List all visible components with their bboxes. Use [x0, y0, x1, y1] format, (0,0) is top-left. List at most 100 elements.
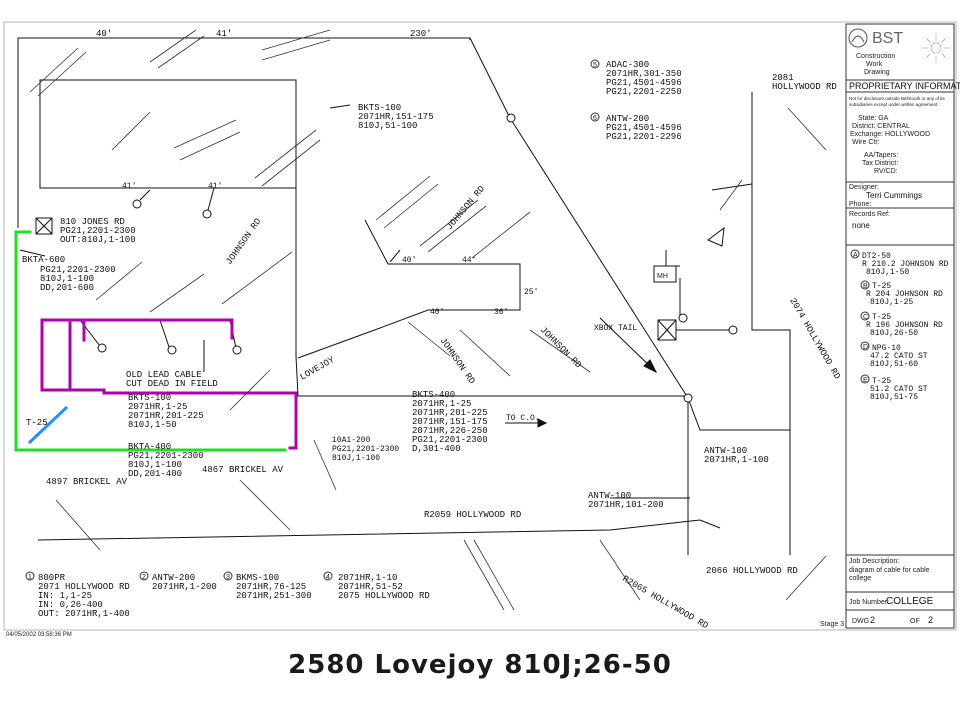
- bkts100-mid-1: BKTS-100: [128, 393, 171, 403]
- side-legend-item-b: B T-25 R 204 JOHNSON RD 810J,1-25: [860, 280, 943, 307]
- of-label: OF: [910, 618, 920, 625]
- logo-text: BST: [872, 30, 903, 47]
- records-label: Records Ref:: [849, 211, 890, 218]
- svg-text:2071HR,1-10: 2071HR,1-10: [338, 573, 397, 583]
- wire-ctr-field: Wire Ctr:: [852, 139, 880, 146]
- svg-text:40': 40': [430, 308, 444, 317]
- bkts100-mid-3: 2071HR,201-225: [128, 411, 204, 421]
- bkta600-2: PG21,2201-2300: [40, 265, 116, 275]
- purple-route-top: [40, 318, 234, 340]
- cable-labels: 810 JONES RD PG21,2201-2300 OUT:810J,1-1…: [22, 103, 769, 510]
- job-number-label: Job Number:: [849, 599, 889, 606]
- svg-text:T-25: T-25: [872, 377, 891, 386]
- records-value: none: [852, 221, 870, 230]
- designer-label: Designer:: [849, 184, 879, 191]
- old-cable-note-2: CUT DEAD IN FIELD: [126, 379, 218, 389]
- bkta600-4: DD,201-600: [40, 283, 94, 293]
- notes: OLD LEAD CABLE CUT DEAD IN FIELD TO C.O.…: [126, 273, 668, 423]
- svg-text:2071 HOLLYWOOD RD: 2071 HOLLYWOOD RD: [38, 582, 130, 592]
- svg-text:2071HR,76-125: 2071HR,76-125: [236, 582, 306, 592]
- rvcd-field: RV/CD:: [874, 168, 898, 175]
- job-number-value: COLLEGE: [886, 596, 934, 607]
- xbox-tail-note: XBOX TAIL: [594, 324, 637, 333]
- svg-text:5: 5: [593, 62, 597, 69]
- aa-field: AA/Tapers:: [864, 152, 898, 159]
- svg-text:41': 41': [208, 182, 222, 191]
- exchange-field: Exchange: HOLLYWOOD: [850, 131, 930, 138]
- bkts100-top-1: BKTS-100: [358, 103, 401, 113]
- svg-text:DT2-50: DT2-50: [862, 252, 891, 261]
- svg-text:PG21,4501-4596: PG21,4501-4596: [606, 78, 682, 88]
- svg-text:4: 4: [326, 574, 330, 581]
- svg-text:51.2 CATO ST: 51.2 CATO ST: [870, 385, 928, 394]
- svg-text:2071HR,301-350: 2071HR,301-350: [606, 69, 682, 79]
- proprietary-heading: PROPRIETARY INFORMATION: [849, 81, 960, 91]
- mh-label: MH: [657, 273, 668, 280]
- print-timestamp: 04/05/2002 03:58:36 PM: [6, 632, 72, 638]
- svg-text:1: 1: [28, 574, 32, 581]
- 10a1200-1: 10A1-200: [332, 436, 371, 445]
- jones-label-3: OUT:810J,1-100: [60, 235, 136, 245]
- svg-text:C: C: [863, 314, 868, 321]
- svg-text:2075 HOLLYWOOD RD: 2075 HOLLYWOOD RD: [338, 591, 430, 601]
- svg-text:36': 36': [494, 308, 508, 317]
- svg-text:47.2 CATO ST: 47.2 CATO ST: [870, 352, 928, 361]
- svg-text:810J,26-50: 810J,26-50: [870, 329, 918, 338]
- job-desc-label: Job Description:: [849, 558, 899, 565]
- bottom-legend-item-1: 1 800PR 2071 HOLLYWOOD RD IN: 1,1-25 IN:…: [25, 571, 130, 619]
- to-co-note: TO C.O.: [506, 414, 540, 423]
- logo-sub-3: Drawing: [864, 69, 890, 76]
- svg-text:810J,51-75: 810J,51-75: [870, 393, 918, 402]
- jones-label-1: 810 JONES RD: [60, 217, 125, 227]
- bkta400-3: 810J,1-100: [128, 460, 182, 470]
- bkta600-1: BKTA-600: [22, 255, 65, 265]
- street-2081-b: HOLLYWOOD RD: [772, 82, 837, 92]
- bkts100-mid-4: 810J,1-50: [128, 420, 177, 430]
- svg-text:T-25: T-25: [872, 282, 891, 291]
- svg-text:R 210.2 JOHNSON RD: R 210.2 JOHNSON RD: [862, 260, 949, 269]
- svg-text:2071HR,51-52: 2071HR,51-52: [338, 582, 403, 592]
- antw100b-2: 2071HR,101-200: [588, 500, 664, 510]
- dimension-labels: 40' 41' 230' 41' 41' 40' 44' 25' 40' 36': [96, 29, 538, 317]
- old-cable-note-1: OLD LEAD CABLE: [126, 370, 202, 380]
- highlight-routes: [14, 230, 298, 452]
- svg-text:810J,1-25: 810J,1-25: [870, 298, 913, 307]
- 10a1200-3: 810J,1-100: [332, 454, 380, 463]
- side-legend-item-e: E T-25 51.2 CATO ST 810J,51-75: [860, 374, 928, 402]
- svg-text:PG21,2201-2250: PG21,2201-2250: [606, 87, 682, 97]
- svg-text:40': 40': [402, 256, 416, 265]
- svg-text:3: 3: [226, 574, 230, 581]
- bottom-legend-item-2: 2 ANTW-200 2071HR,1-200: [139, 571, 217, 592]
- bkts400-5: 2071HR,226-250: [412, 426, 488, 436]
- phone-label: Phone:: [849, 201, 871, 208]
- svg-text:810J,1-50: 810J,1-50: [866, 268, 909, 277]
- t25-label: T-25: [26, 418, 48, 428]
- svg-text:810J,51-60: 810J,51-60: [870, 360, 918, 369]
- svg-text:ADAC-300: ADAC-300: [606, 60, 649, 70]
- svg-text:ANTW-200: ANTW-200: [152, 573, 195, 583]
- svg-text:41': 41': [216, 29, 232, 39]
- svg-text:2071HR,251-300: 2071HR,251-300: [236, 591, 312, 601]
- side-legend-item-c: C T-25 R 196 JOHNSON RD 810J,26-50: [860, 311, 943, 338]
- side-legend: A DT2-50 R 210.2 JOHNSON RD 810J,1-50 B …: [850, 249, 949, 402]
- antw100-1: ANTW-100: [704, 446, 747, 456]
- svg-text:44': 44': [462, 256, 476, 265]
- bkts400-6: PG21,2201-2300: [412, 435, 488, 445]
- job-desc-2: college: [849, 575, 871, 582]
- bkts400-2: 2071HR,1-25: [412, 399, 471, 409]
- bottom-legend-item-3: 3 BKMS-100 2071HR,76-125 2071HR,251-300: [223, 571, 312, 601]
- bottom-legend: 1 800PR 2071 HOLLYWOOD RD IN: 1,1-25 IN:…: [25, 571, 430, 619]
- svg-text:IN: 0,26-400: IN: 0,26-400: [38, 600, 103, 610]
- svg-text:ANTW-200: ANTW-200: [606, 114, 649, 124]
- svg-text:BKMS-100: BKMS-100: [236, 573, 279, 583]
- bkta400-4: DD,201-400: [128, 469, 182, 479]
- svg-text:R 196 JOHNSON RD: R 196 JOHNSON RD: [866, 321, 943, 330]
- bkts100-top-3: 810J,51-100: [358, 121, 417, 131]
- prop-note-1: Not for disclosure outside BellSouth or …: [849, 96, 946, 101]
- sun-icon: [922, 34, 950, 62]
- 10a1200-2: PG21,2201-2300: [332, 445, 399, 454]
- svg-text:OUT: 2071HR,1-400: OUT: 2071HR,1-400: [38, 609, 130, 619]
- purple-route: [40, 318, 298, 450]
- side-legend-item-a: A DT2-50 R 210.2 JOHNSON RD 810J,1-50: [850, 249, 949, 277]
- svg-text:T-25: T-25: [872, 313, 891, 322]
